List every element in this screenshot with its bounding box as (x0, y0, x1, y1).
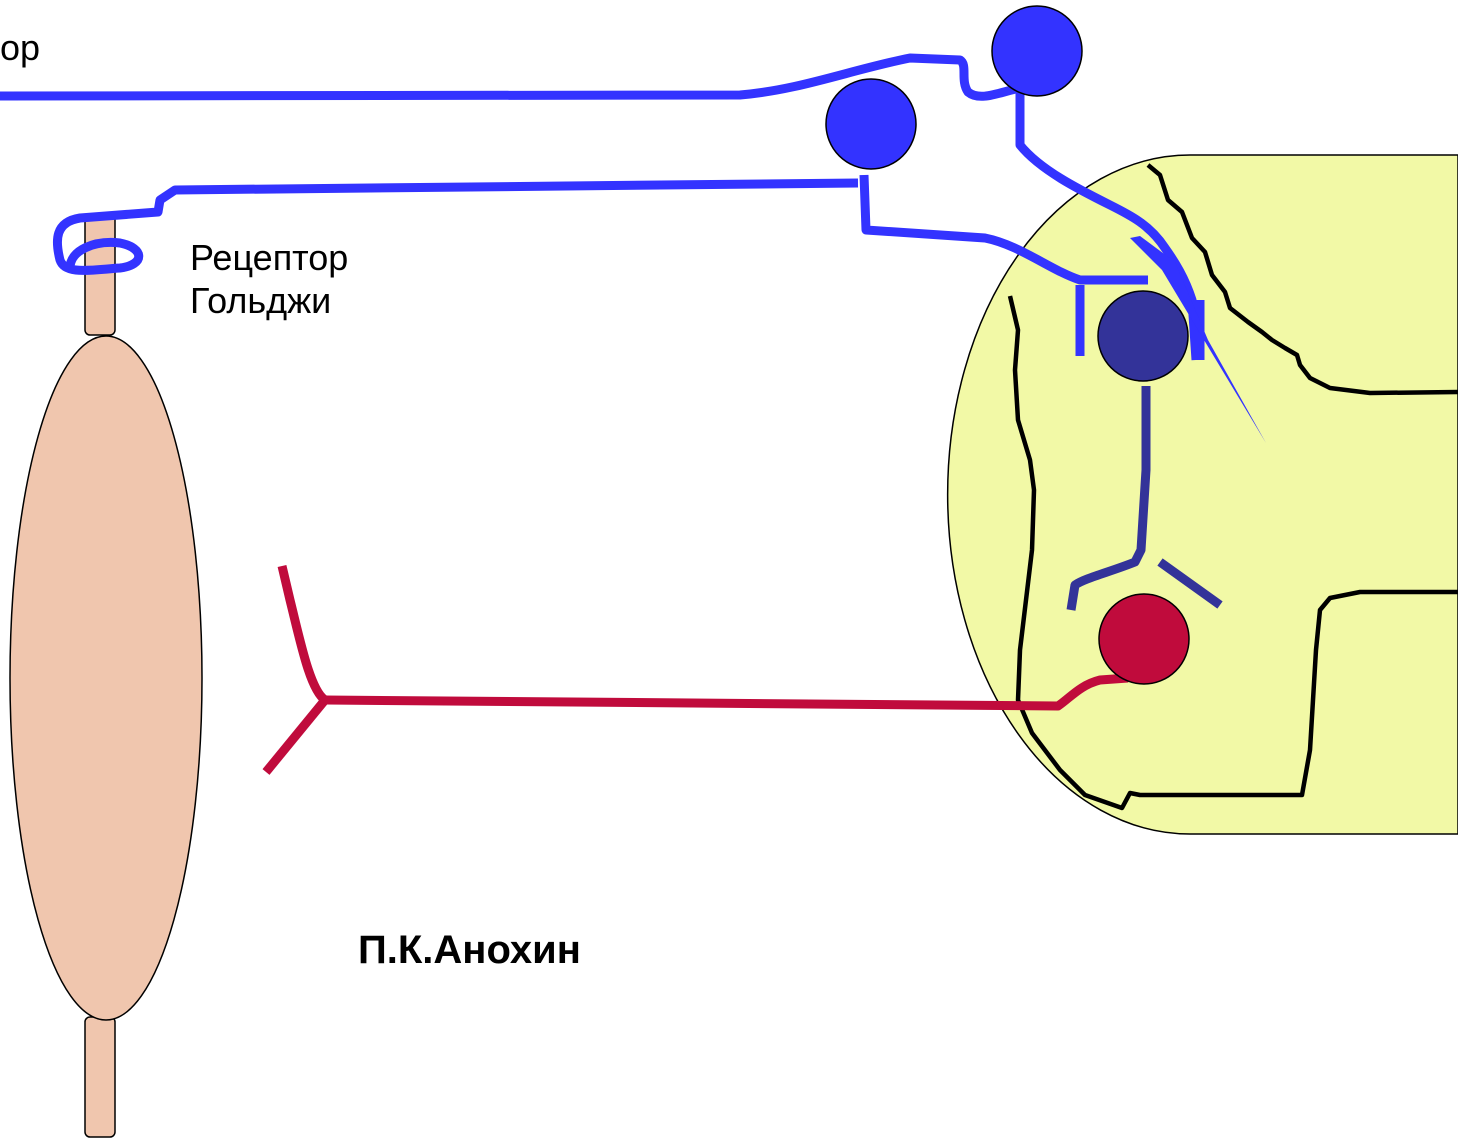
motor-ending-lower (266, 700, 325, 772)
golgi-fibre (57, 183, 858, 270)
golgi-receptor-label: Рецептор Гольджи (190, 236, 348, 322)
author-label: П.К.Анохин (358, 930, 581, 970)
tendon-top (85, 215, 115, 335)
cut-off-label: ор (0, 30, 40, 66)
sensory-neuron-golgi (826, 79, 916, 169)
tendon-bottom (85, 1017, 115, 1137)
muscle (10, 215, 202, 1137)
golgi-receptor-label-line1: Рецептор (190, 236, 348, 279)
motor-neuron (1099, 594, 1189, 684)
golgi-receptor-label-line2: Гольджи (190, 279, 348, 322)
motor-ending-upper (282, 566, 325, 700)
muscle-belly (10, 336, 202, 1020)
sensory-neuron-top (992, 6, 1082, 96)
interneuron (1098, 291, 1188, 381)
